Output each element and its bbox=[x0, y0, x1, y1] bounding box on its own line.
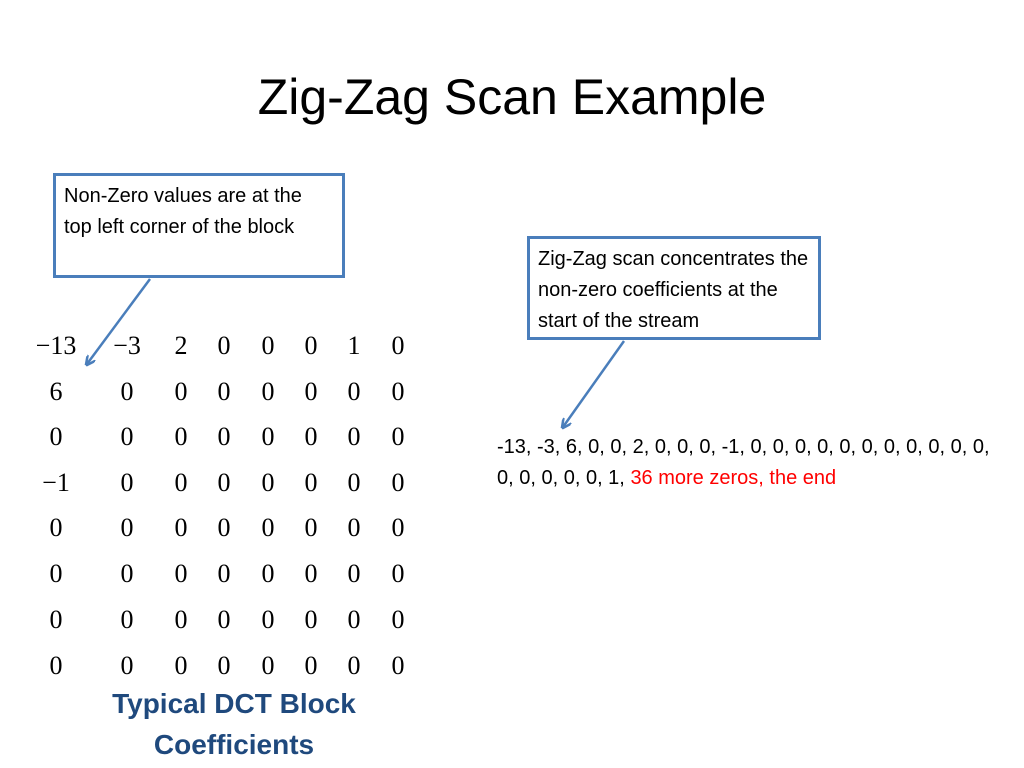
matrix-cell-r1-c4: 0 bbox=[217, 331, 231, 360]
matrix-cell-r5-c6: 0 bbox=[304, 513, 318, 542]
matrix-cell-r7-c7: 0 bbox=[347, 605, 361, 634]
matrix-cell-r5-c3: 0 bbox=[174, 513, 188, 542]
matrix-cell-r3-c5: 0 bbox=[261, 422, 275, 451]
matrix-cell-r2-c5: 0 bbox=[261, 377, 275, 406]
matrix-cell-r7-c2: 0 bbox=[120, 605, 134, 634]
matrix-cell-r4-c8: 0 bbox=[391, 468, 405, 497]
matrix-cell-r4-c1: −1 bbox=[42, 468, 70, 497]
matrix-cell-r3-c4: 0 bbox=[217, 422, 231, 451]
matrix-cell-r7-c1: 0 bbox=[49, 605, 63, 634]
matrix-cell-r4-c4: 0 bbox=[217, 468, 231, 497]
zigzag-stream-ending: 36 more zeros, the end bbox=[630, 467, 837, 489]
matrix-cell-r5-c1: 0 bbox=[49, 513, 63, 542]
matrix-cell-r1-c6: 0 bbox=[304, 331, 318, 360]
matrix-cell-r4-c2: 0 bbox=[120, 468, 134, 497]
matrix-cell-r7-c5: 0 bbox=[261, 605, 275, 634]
matrix-cell-r3-c3: 0 bbox=[174, 422, 188, 451]
matrix-cell-r6-c8: 0 bbox=[391, 559, 405, 588]
matrix-cell-r7-c3: 0 bbox=[174, 605, 188, 634]
matrix-cell-r6-c1: 0 bbox=[49, 559, 63, 588]
matrix-cell-r2-c6: 0 bbox=[304, 377, 318, 406]
matrix-cell-r5-c7: 0 bbox=[347, 513, 361, 542]
matrix-cell-r1-c2: −3 bbox=[113, 331, 141, 360]
matrix-cell-r3-c1: 0 bbox=[49, 422, 63, 451]
matrix-cell-r5-c2: 0 bbox=[120, 513, 134, 542]
matrix-cell-r1-c8: 0 bbox=[391, 331, 405, 360]
matrix-cell-r6-c6: 0 bbox=[304, 559, 318, 588]
matrix-cell-r8-c2: 0 bbox=[120, 651, 134, 680]
matrix-cell-r5-c8: 0 bbox=[391, 513, 405, 542]
matrix-cell-r5-c5: 0 bbox=[261, 513, 275, 542]
callout-stream-text: Zig-Zag scan concentrates the non-zero c… bbox=[538, 248, 809, 332]
slide-title: Zig-Zag Scan Example bbox=[257, 69, 767, 125]
matrix-cell-r1-c5: 0 bbox=[261, 331, 275, 360]
matrix-cell-r8-c4: 0 bbox=[217, 651, 231, 680]
matrix-cell-r8-c6: 0 bbox=[304, 651, 318, 680]
matrix-cell-r2-c1: 6 bbox=[49, 377, 63, 406]
matrix-cell-r5-c4: 0 bbox=[217, 513, 231, 542]
matrix-cell-r8-c7: 0 bbox=[347, 651, 361, 680]
matrix-cell-r4-c5: 0 bbox=[261, 468, 275, 497]
matrix-cell-r2-c2: 0 bbox=[120, 377, 134, 406]
matrix-cell-r6-c4: 0 bbox=[217, 559, 231, 588]
matrix-caption: Typical DCT Block Coefficients bbox=[112, 688, 356, 760]
matrix-cell-r6-c2: 0 bbox=[120, 559, 134, 588]
matrix-cell-r8-c1: 0 bbox=[49, 651, 63, 680]
arrow-to-stream-start bbox=[563, 340, 626, 427]
callout-stream-note: Zig-Zag scan concentrates the non-zero c… bbox=[527, 236, 821, 340]
matrix-cell-r6-c5: 0 bbox=[261, 559, 275, 588]
zigzag-stream-values: -13, -3, 6, 0, 0, 2, 0, 0, 0, -1, 0, 0, … bbox=[497, 436, 990, 489]
matrix-cell-r2-c4: 0 bbox=[217, 377, 231, 406]
matrix-cell-r7-c4: 0 bbox=[217, 605, 231, 634]
matrix-cell-r1-c7: 1 bbox=[347, 331, 361, 360]
matrix-cell-r6-c7: 0 bbox=[347, 559, 361, 588]
matrix-cell-r4-c6: 0 bbox=[304, 468, 318, 497]
matrix-cell-r8-c5: 0 bbox=[261, 651, 275, 680]
zigzag-stream: -13, -3, 6, 0, 0, 2, 0, 0, 0, -1, 0, 0, … bbox=[497, 432, 997, 494]
matrix-cell-r3-c8: 0 bbox=[391, 422, 405, 451]
matrix-cell-r3-c7: 0 bbox=[347, 422, 361, 451]
matrix-cell-r2-c3: 0 bbox=[174, 377, 188, 406]
matrix-cell-r1-c1: −13 bbox=[35, 331, 77, 360]
matrix-cell-r8-c3: 0 bbox=[174, 651, 188, 680]
matrix-cell-r1-c3: 2 bbox=[174, 331, 188, 360]
matrix-cell-r8-c8: 0 bbox=[391, 651, 405, 680]
matrix-cell-r4-c3: 0 bbox=[174, 468, 188, 497]
matrix-cell-r2-c7: 0 bbox=[347, 377, 361, 406]
arrow-to-matrix-corner bbox=[87, 278, 152, 364]
matrix-cell-r7-c8: 0 bbox=[391, 605, 405, 634]
callout-top-left-note: Non-Zero values are at the top left corn… bbox=[53, 173, 345, 278]
matrix-cell-r6-c3: 0 bbox=[174, 559, 188, 588]
matrix-cell-r3-c6: 0 bbox=[304, 422, 318, 451]
callout-top-left-text: Non-Zero values are at the top left corn… bbox=[64, 185, 302, 238]
matrix-cell-r4-c7: 0 bbox=[347, 468, 361, 497]
matrix-cell-r7-c6: 0 bbox=[304, 605, 318, 634]
matrix-cell-r2-c8: 0 bbox=[391, 377, 405, 406]
matrix-cell-r3-c2: 0 bbox=[120, 422, 134, 451]
